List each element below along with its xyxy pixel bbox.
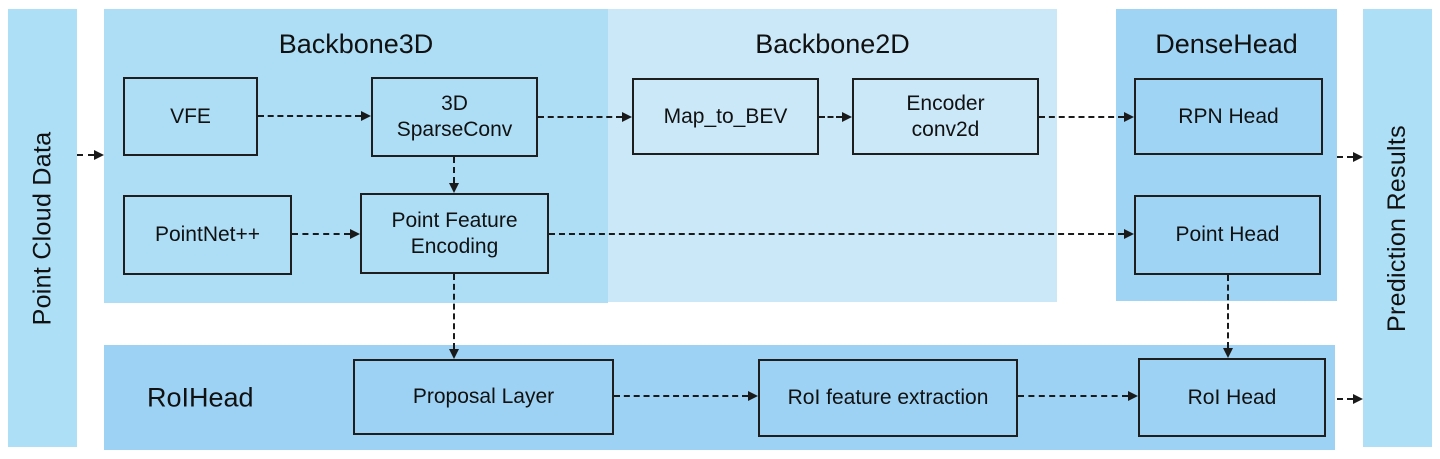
arrow-encoder-to-rpnhead	[1039, 112, 1134, 122]
node-proposal-layer: Proposal Layer	[353, 359, 614, 435]
arrow-pfe-to-pointhead	[549, 229, 1134, 239]
region-densehead: DenseHead	[1116, 9, 1337, 301]
arrow-sparseconv-to-maptobev	[538, 112, 632, 122]
node-pointnet: PointNet++	[123, 195, 292, 275]
arrow-pointhead-to-roihead	[1223, 275, 1233, 358]
region-densehead-title: DenseHead	[1155, 29, 1298, 59]
node-3d-sparseconv: 3D SparseConv	[371, 77, 538, 157]
arrow-proposal-to-roifeat	[614, 391, 758, 401]
node-point-feature-encoding: Point Feature Encoding	[360, 193, 549, 274]
node-encoder-conv2d: Encoder conv2d	[852, 78, 1039, 155]
region-backbone2d-title: Backbone2D	[755, 29, 910, 59]
node-rpn-head: RPN Head	[1134, 78, 1323, 155]
arrow-vfe-to-sparseconv	[258, 111, 371, 121]
region-backbone3d-title: Backbone3D	[278, 29, 434, 59]
arrow-input-to-backbone3d	[77, 150, 104, 160]
node-roi-head: RoI Head	[1138, 358, 1326, 437]
arrow-pointnet-to-pfe	[292, 229, 360, 239]
input-bar-label: Point Cloud Data	[28, 131, 56, 325]
arrow-pfe-to-proposal	[449, 274, 459, 359]
arrow-maptobev-to-encoder	[819, 112, 852, 122]
arrow-roifeat-to-roihead	[1018, 391, 1138, 401]
input-bar: Point Cloud Data	[8, 9, 77, 447]
arrow-rpnhead-to-output	[1337, 152, 1363, 162]
node-vfe: VFE	[123, 77, 258, 156]
output-bar-label: Prediction Results	[1383, 124, 1412, 332]
output-bar: Prediction Results	[1363, 9, 1432, 447]
node-map-to-bev: Map_to_BEV	[632, 78, 819, 155]
region-backbone2d: Backbone2D	[608, 9, 1057, 302]
region-roihead-title: RoIHead	[147, 382, 254, 412]
arrow-sparseconv-to-pfe	[449, 157, 459, 193]
node-point-head: Point Head	[1134, 195, 1321, 275]
arrow-roihead-to-output	[1337, 394, 1363, 404]
node-roi-feature-extraction: RoI feature extraction	[758, 359, 1018, 437]
